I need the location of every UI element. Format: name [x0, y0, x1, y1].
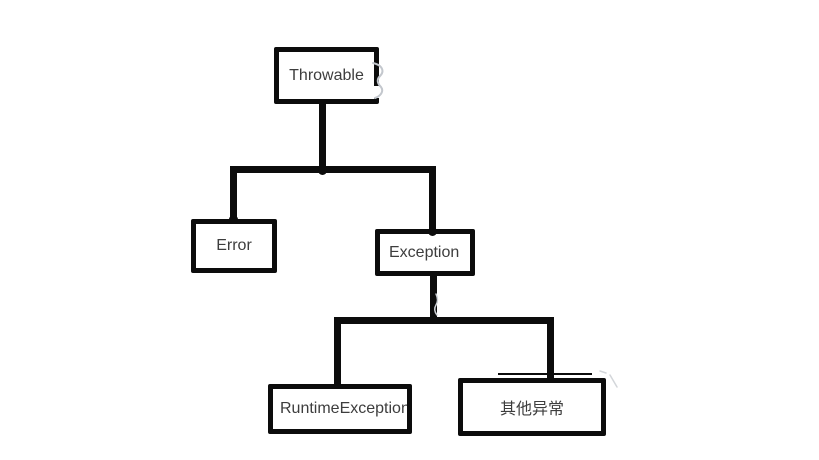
junction-dot: [229, 215, 238, 224]
connector-exception-drop: [429, 170, 436, 232]
node-label: Throwable: [289, 66, 364, 84]
connector-bottom-rail: [334, 317, 554, 324]
connector-top-rail: [230, 166, 436, 173]
connector-error-drop: [230, 170, 237, 222]
connector-throwable-stem: [319, 102, 326, 172]
node-error: Error: [191, 219, 277, 273]
node-label: RuntimeException: [280, 400, 410, 417]
node-throwable: Throwable: [274, 47, 379, 104]
connector-runtime-drop: [334, 321, 341, 387]
connector-exception-stem: [430, 274, 437, 321]
junction-dot: [428, 227, 437, 236]
junction-dot: [318, 166, 327, 175]
node-runtime-exception: RuntimeException: [268, 384, 412, 434]
node-label: Exception: [389, 243, 460, 261]
node-exception: Exception: [375, 229, 475, 276]
connector-other-drop: [547, 321, 554, 381]
node-label: 其他异常: [499, 401, 564, 418]
stray-line-artifact: [498, 373, 592, 375]
node-label: Error: [216, 237, 252, 254]
node-other-exception: 其他异常: [458, 378, 606, 436]
